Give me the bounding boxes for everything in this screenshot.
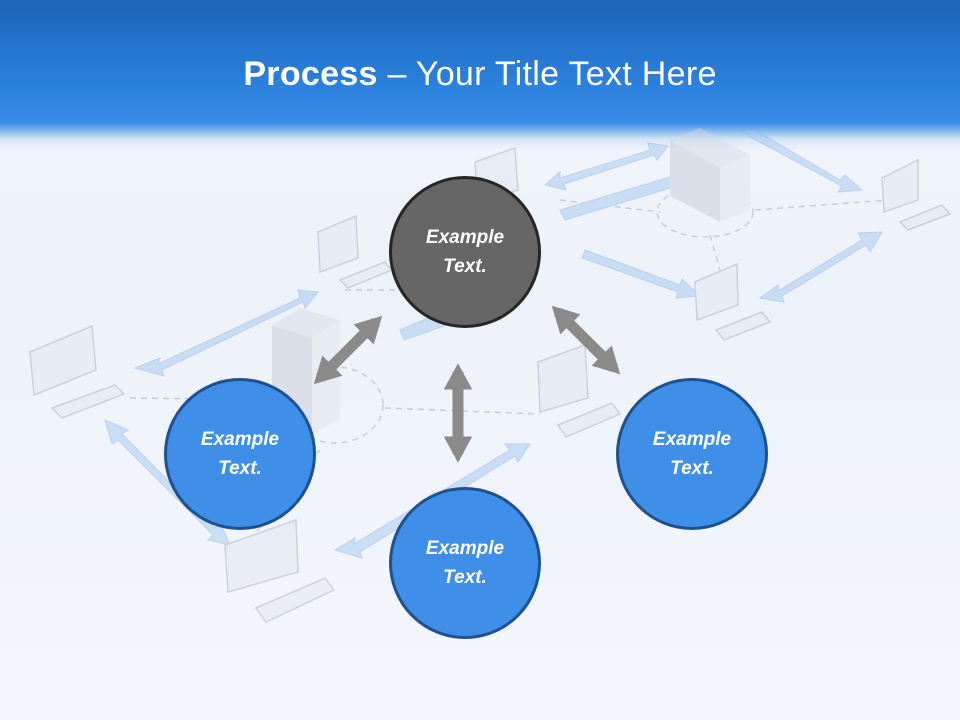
arrow-top-left [313, 315, 383, 385]
server-right [670, 128, 750, 222]
node-top-text: Example Text. [425, 227, 505, 277]
arrow-top-right [551, 305, 621, 375]
title-banner [0, 0, 960, 150]
process-node-top: Example Text. [389, 176, 541, 328]
process-node-right: Example Text. [616, 378, 768, 530]
server-ring-right [656, 186, 754, 238]
node-left-text: Example Text. [200, 429, 280, 479]
node-bottom-text: Example Text. [425, 538, 505, 588]
slide-title: Process – Your Title Text Here [0, 52, 960, 96]
node-right-text: Example Text. [652, 429, 732, 479]
process-node-bottom: Example Text. [389, 487, 541, 639]
process-node-left: Example Text. [164, 378, 316, 530]
title-bold: Process [243, 55, 378, 93]
title-rest: – Your Title Text Here [377, 55, 717, 93]
